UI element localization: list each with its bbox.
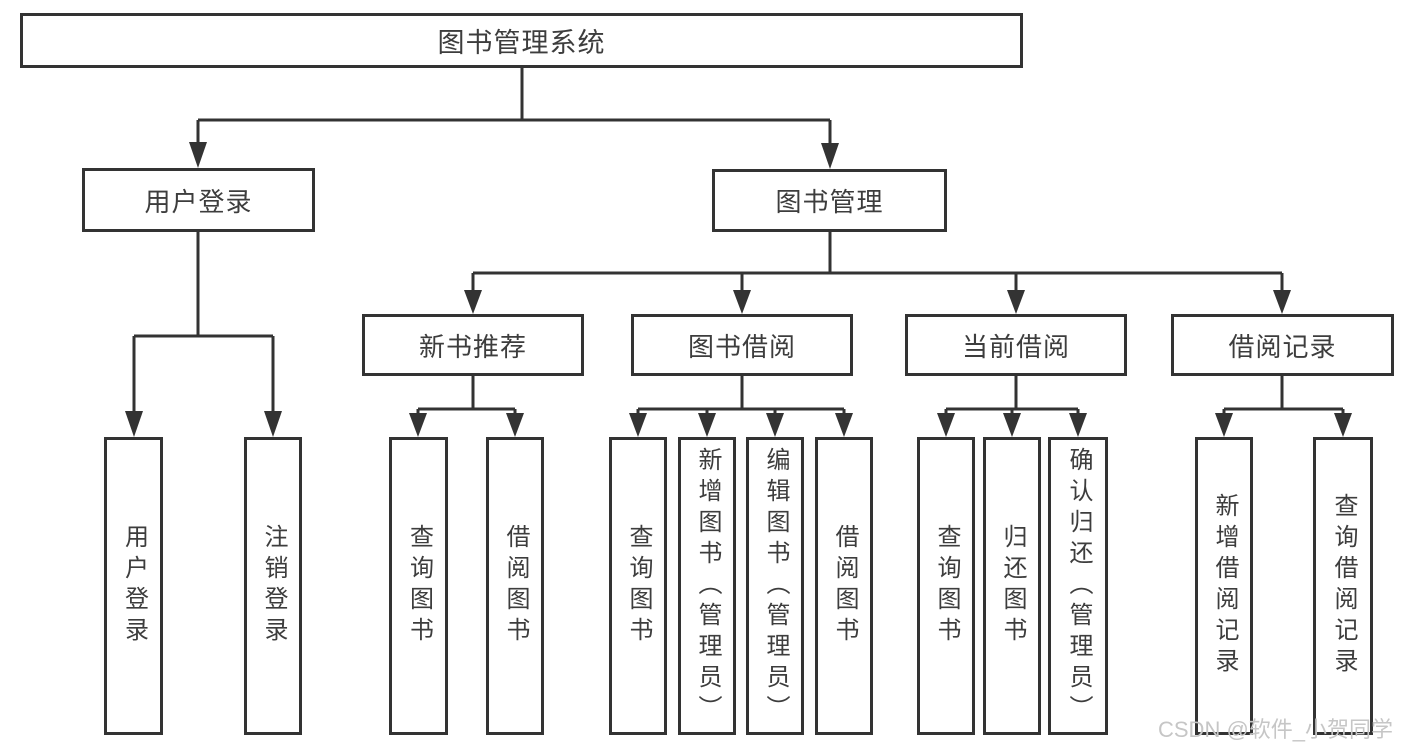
leaf-label: 查询图书 xyxy=(933,524,960,648)
connector-records-to-leaves xyxy=(1215,376,1352,437)
node-book-borrowing: 图书借阅 xyxy=(631,314,853,376)
node-book-management-system: 图书管理系统 xyxy=(20,13,1023,68)
csdn-watermark: CSDN @软件_小贺同学 xyxy=(1158,717,1394,742)
leaf-add-book-admin: 新增图书（管理员） xyxy=(678,437,736,735)
node-label: 新书推荐 xyxy=(418,331,527,362)
leaf-label: 查询图书 xyxy=(625,524,652,648)
leaf-logout: 注销登录 xyxy=(244,437,302,735)
leaf-add-borrow-record: 新增借阅记录 xyxy=(1195,437,1253,735)
leaf-query-books-borrowing: 查询图书 xyxy=(609,437,667,735)
connector-bookmgmt-to-level3 xyxy=(464,232,1291,314)
leaf-borrow-books-recommend: 借阅图书 xyxy=(486,437,544,735)
leaf-label: 查询借阅记录 xyxy=(1330,493,1357,679)
node-current-borrowing: 当前借阅 xyxy=(905,314,1127,376)
leaf-user-login: 用户登录 xyxy=(104,437,163,735)
leaf-label: 确认归还（管理员） xyxy=(1065,446,1092,726)
node-label: 当前借阅 xyxy=(961,331,1070,362)
connector-userlogin-to-leaves xyxy=(125,232,282,437)
node-label: 图书借阅 xyxy=(687,331,796,362)
leaf-label: 归还图书 xyxy=(999,524,1026,648)
leaf-borrow-books: 借阅图书 xyxy=(815,437,873,735)
node-label: 借阅记录 xyxy=(1228,331,1337,362)
node-user-login: 用户登录 xyxy=(82,168,315,232)
leaf-confirm-return-admin: 确认归还（管理员） xyxy=(1048,437,1108,735)
node-label: 图书管理系统 xyxy=(437,28,606,58)
leaf-label: 编辑图书（管理员） xyxy=(762,446,789,726)
connector-bookborrow-to-leaves xyxy=(629,376,853,437)
node-new-book-recommendation: 新书推荐 xyxy=(362,314,584,376)
node-label: 图书管理 xyxy=(775,187,884,217)
leaf-label: 新增图书（管理员） xyxy=(694,446,721,726)
leaf-label: 借阅图书 xyxy=(831,524,858,648)
connector-currentborrow-to-leaves xyxy=(937,376,1087,437)
leaf-label: 注销登录 xyxy=(260,524,287,648)
node-borrowing-records: 借阅记录 xyxy=(1171,314,1394,376)
leaf-query-borrow-record: 查询借阅记录 xyxy=(1313,437,1373,735)
leaf-return-book: 归还图书 xyxy=(983,437,1041,735)
leaf-label: 借阅图书 xyxy=(502,524,529,648)
connector-root-to-level2 xyxy=(189,68,839,169)
leaf-label: 用户登录 xyxy=(120,524,148,648)
leaf-label: 查询图书 xyxy=(405,524,433,648)
leaf-query-books-recommend: 查询图书 xyxy=(389,437,448,735)
node-label: 用户登录 xyxy=(144,186,253,217)
leaf-edit-book-admin: 编辑图书（管理员） xyxy=(746,437,804,735)
node-book-management: 图书管理 xyxy=(712,169,947,232)
leaf-query-books-current: 查询图书 xyxy=(917,437,975,735)
connector-newbook-to-leaves xyxy=(409,376,524,437)
leaf-label: 新增借阅记录 xyxy=(1211,493,1238,679)
